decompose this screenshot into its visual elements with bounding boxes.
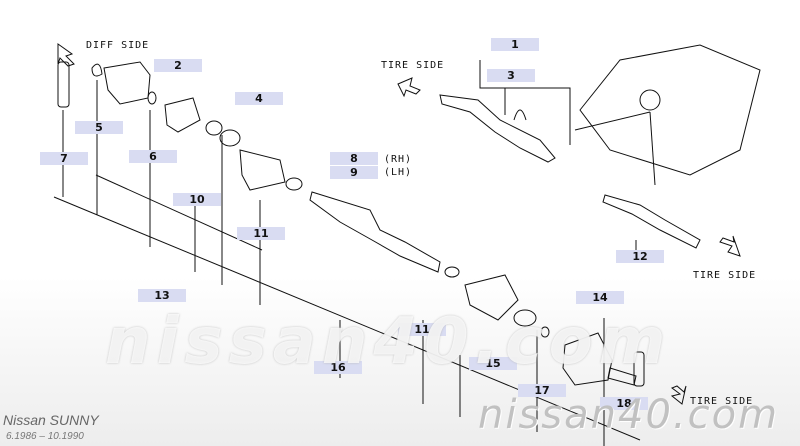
clamp-15 [513,309,537,327]
callout-3[interactable]: 3 [487,69,535,82]
callout-13[interactable]: 13 [138,289,186,302]
part-18-shape [633,351,645,387]
clamp-11b [444,266,460,278]
part-7-shape [57,61,70,108]
car-axle-arrow-2 [649,111,656,186]
callout-16[interactable]: 16 [314,361,362,374]
ring-17 [540,326,550,338]
production-period: 6.1986 – 10.1990 [6,431,84,442]
callout-10[interactable]: 10 [173,193,221,206]
leader-1 [479,60,571,145]
car-outline [579,44,761,176]
assembly-3-shape [513,109,527,121]
joint-housing [103,61,151,105]
clamp-11a [285,177,303,191]
callout-6[interactable]: 6 [129,150,177,163]
callout-17[interactable]: 17 [518,384,566,397]
callout-9[interactable]: 9 [330,166,378,179]
bracket-line [53,196,641,441]
shaft-shape [309,191,441,273]
callout-4[interactable]: 4 [235,92,283,105]
car-axle-arrow [574,111,651,131]
part-2-shape [164,97,201,133]
watermark-corner: nissan40.com [478,392,780,438]
callout-12[interactable]: 12 [616,250,664,263]
callout-14[interactable]: 14 [576,291,624,304]
joint-14-shape [562,332,613,386]
bracket-line-2 [95,174,263,251]
part-4-shape [205,120,223,136]
diff-side-label: DIFF SIDE [86,40,150,51]
callout-18[interactable]: 18 [600,397,648,410]
arrow-tire-side-bottom [670,385,687,405]
callout-5[interactable]: 5 [75,121,123,134]
rh-label: (RH) [384,154,413,165]
callout-15[interactable]: 15 [469,357,517,370]
tire-side-top-label: TIRE SIDE [381,60,445,71]
boot-inner [239,149,286,191]
car-engine [639,89,661,111]
arrow-tire-side-right [719,235,741,257]
tire-side-bottom-label: TIRE SIDE [690,396,754,407]
assembly-12-shape [602,194,701,249]
clamp-shape [219,129,241,147]
callout-7[interactable]: 7 [40,152,88,165]
callout-8[interactable]: 8 [330,152,378,165]
boot-outer [464,274,519,321]
assembly-1-shape [439,94,556,163]
lh-label: (LH) [384,167,413,178]
part-6-shape [147,91,157,105]
watermark-center: nissan40.com [105,305,672,379]
arrow-tire-side-top [397,77,421,98]
callout-2[interactable]: 2 [154,59,202,72]
callout-11-b[interactable]: 11 [398,323,446,336]
arrow-diff-side [57,43,75,67]
callout-11-a[interactable]: 11 [237,227,285,240]
tire-side-right-label: TIRE SIDE [693,270,757,281]
model-title: Nissan SUNNY [3,412,99,428]
part-5-shape [91,63,103,77]
callout-1[interactable]: 1 [491,38,539,51]
